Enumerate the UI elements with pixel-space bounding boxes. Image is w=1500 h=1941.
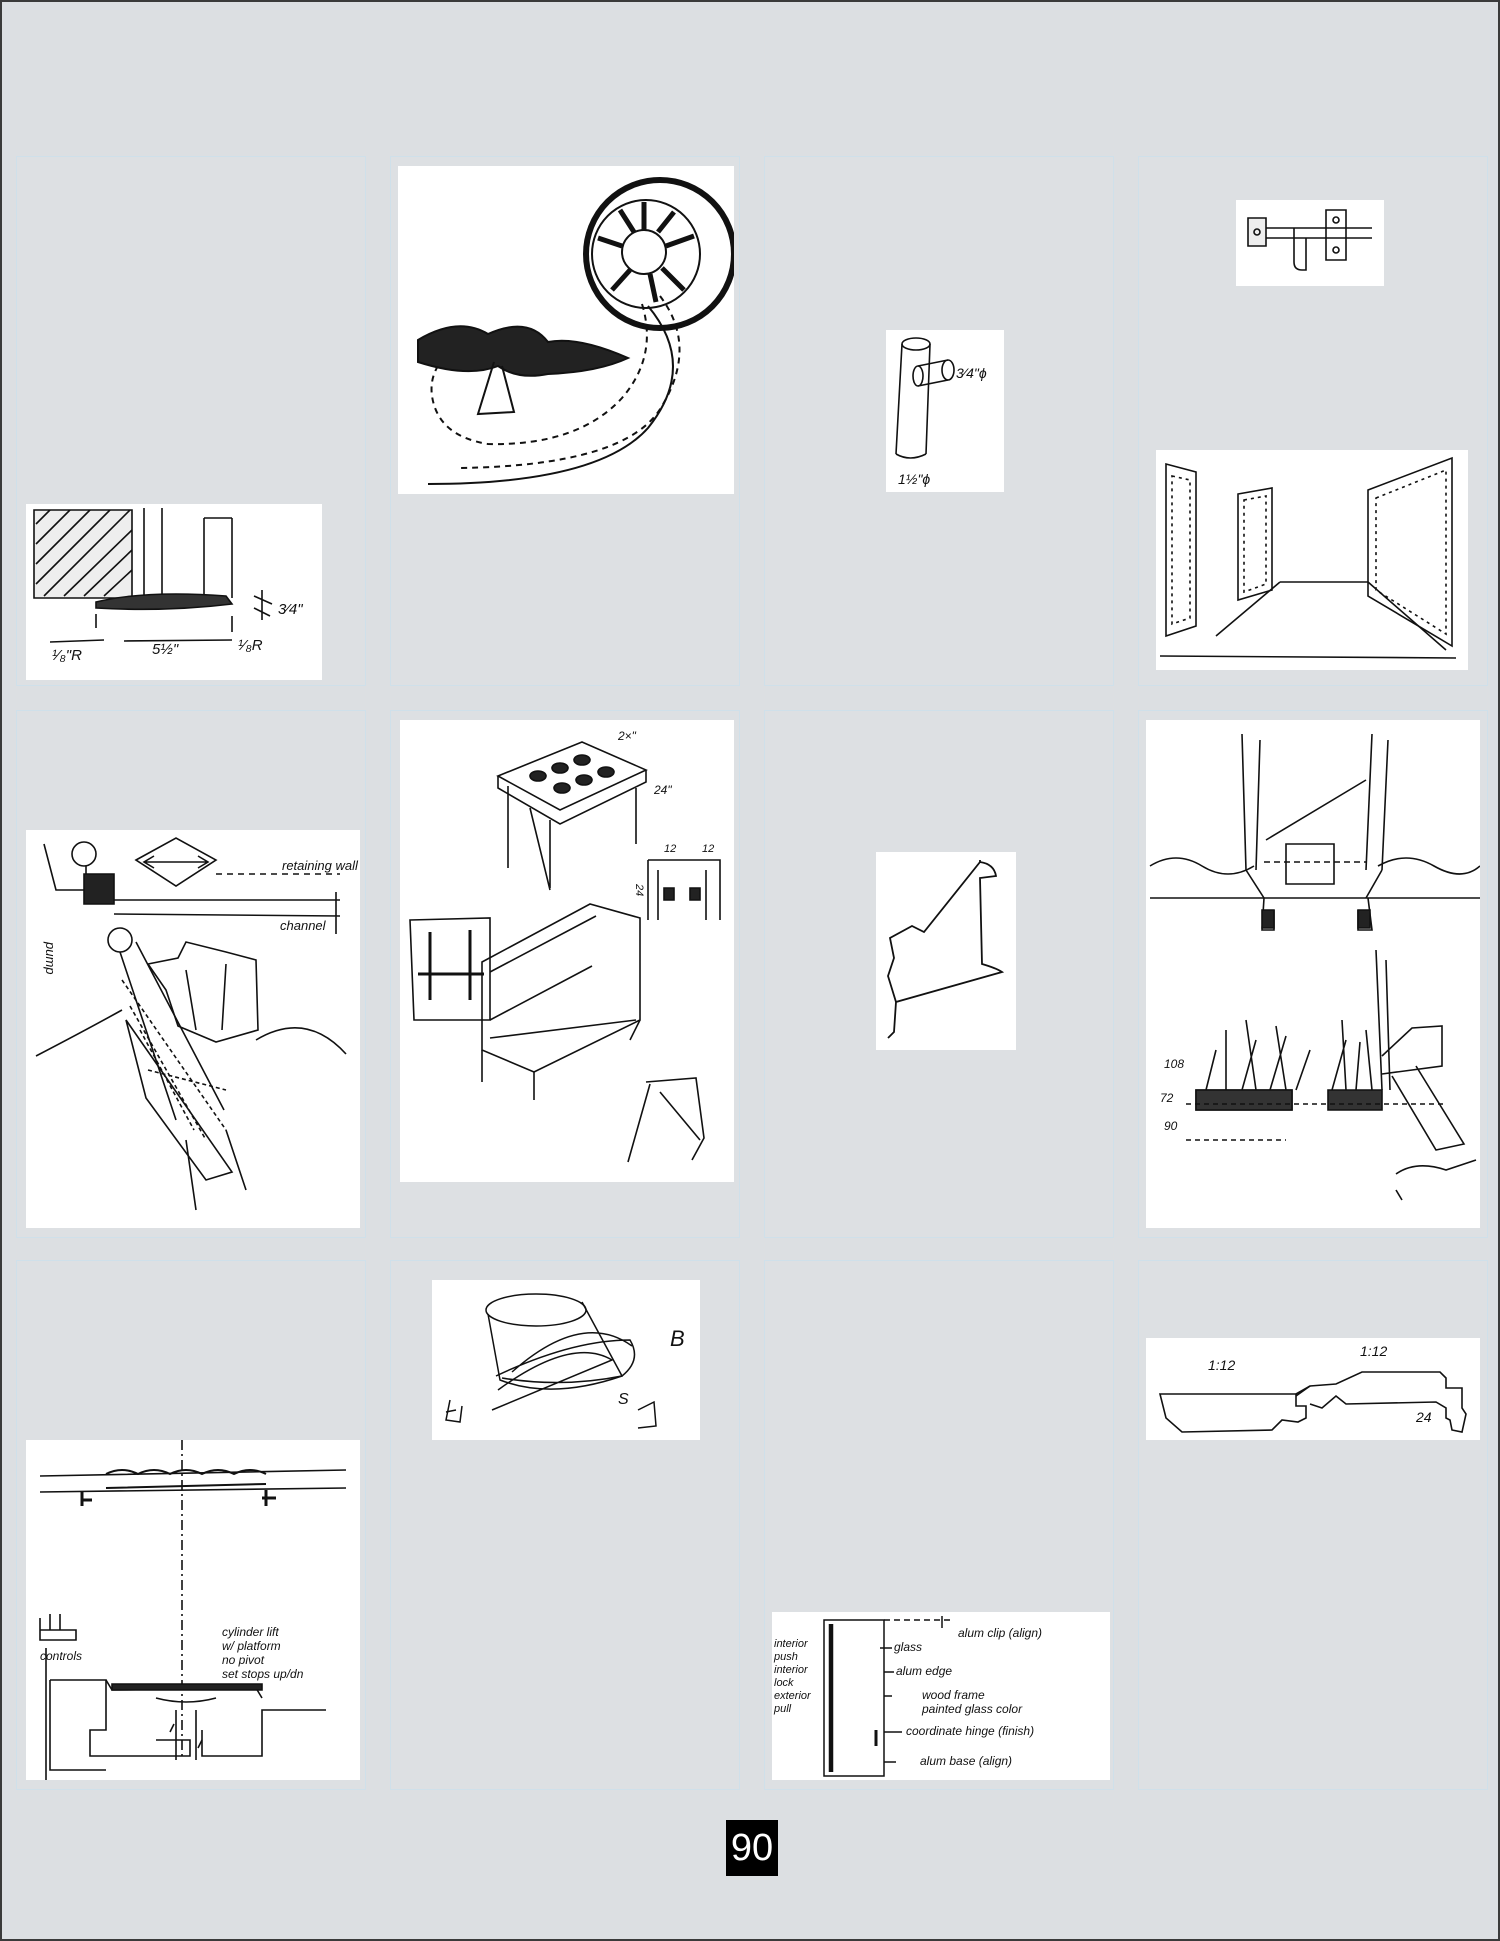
cone-label: B — [670, 1326, 685, 1351]
ramp-label: 1:12 — [1360, 1343, 1387, 1359]
door-right-label: alum clip (align) — [958, 1626, 1043, 1640]
door-label: push — [774, 1651, 798, 1663]
door-label: lock — [774, 1677, 794, 1689]
door-right-label: wood frame — [922, 1688, 985, 1702]
sketch-grass-section: 108 72 90 — [1146, 720, 1480, 1228]
table-label: 12 — [664, 843, 676, 855]
ramp-label: 1:12 — [1208, 1357, 1235, 1373]
curb-label: ¹⁄₈R — [238, 637, 263, 654]
sketch-cone: B S — [432, 1280, 700, 1440]
door-right-label: glass — [894, 1640, 923, 1654]
door-right-label: alum edge — [896, 1664, 953, 1678]
grass-label: 108 — [1164, 1057, 1184, 1071]
door-right-label: painted glass color — [922, 1702, 1023, 1716]
door-label: exterior — [774, 1690, 811, 1702]
table-label: 2×" — [617, 729, 637, 743]
door-right-label: alum base (align) — [920, 1754, 1013, 1768]
curb-label: ¹⁄₈"R — [52, 647, 82, 664]
grass-label: 72 — [1160, 1091, 1174, 1105]
sketch-lift-section: controls cylinder lift w/ platform no pi… — [26, 1440, 360, 1780]
door-label: interior — [774, 1664, 808, 1676]
grass-label: 90 — [1164, 1119, 1178, 1133]
door-label: pull — [774, 1703, 792, 1715]
sketch-latch — [1236, 200, 1384, 286]
cone-label: S — [618, 1391, 629, 1408]
door-right-label: coordinate hinge (finish) — [906, 1724, 1035, 1738]
tube-label: 1½"ϕ — [898, 471, 930, 487]
sketch-door-detail: interior push interior lock exterior pul… — [772, 1612, 1110, 1780]
sketch-corridor — [1156, 450, 1468, 670]
table-label: 24 — [633, 883, 645, 896]
lift-label: w/ platform — [222, 1639, 281, 1653]
page-number: 90 — [726, 1820, 778, 1876]
curb-label: 3⁄4" — [278, 601, 303, 618]
sketch-tube: 3⁄4"ϕ 1½"ϕ — [886, 330, 1004, 492]
retaining-label: pump — [43, 941, 58, 975]
lift-label: cylinder lift — [222, 1625, 279, 1639]
sketch-tree-island — [398, 166, 734, 494]
sketch-squiggle — [876, 852, 1016, 1050]
ramp-label: 24 — [1415, 1409, 1432, 1425]
table-label: 12 — [702, 843, 714, 855]
lift-label: set stops up/dn — [222, 1667, 304, 1681]
retaining-label: retaining wall — [282, 858, 359, 873]
curb-label: 5½" — [152, 641, 179, 658]
tube-label: 3⁄4"ϕ — [956, 365, 987, 381]
sketch-curb-detail: ¹⁄₈"R 5½" ¹⁄₈R 3⁄4" — [26, 504, 322, 680]
table-label: 24" — [653, 783, 672, 797]
door-label: interior — [774, 1638, 808, 1650]
lift-label: no pivot — [222, 1653, 265, 1667]
door-left-labels: interior push interior lock exterior pul… — [774, 1638, 824, 1716]
sketch-ramp: 1:12 1:12 24 — [1146, 1338, 1480, 1440]
sketch-retaining-wall: retaining wall channel pump — [26, 830, 360, 1228]
sketch-table: 2×" 24" 12 12 24 — [400, 720, 734, 1182]
retaining-label: channel — [280, 918, 327, 933]
lift-label: controls — [40, 1649, 82, 1663]
